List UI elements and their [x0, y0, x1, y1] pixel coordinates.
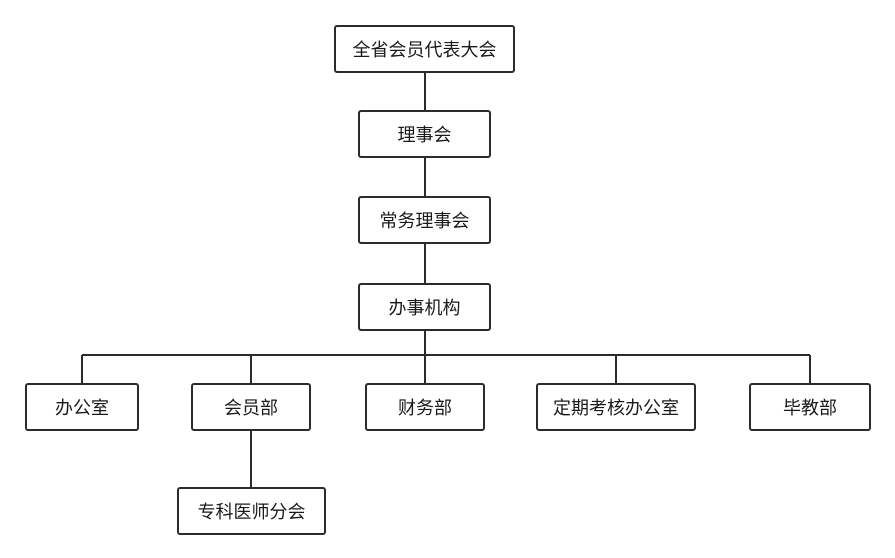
- node-specialist-branch: 专科医师分会: [177, 487, 326, 535]
- node-general-office: 办公室: [25, 383, 139, 431]
- node-council: 理事会: [358, 110, 491, 158]
- node-standing-council: 常务理事会: [358, 196, 491, 244]
- node-graduate-education-dept: 毕教部: [749, 383, 871, 431]
- node-executive-office: 办事机构: [358, 283, 491, 331]
- node-assessment-office: 定期考核办公室: [536, 383, 696, 431]
- node-finance-dept: 财务部: [365, 383, 485, 431]
- node-membership-dept: 会员部: [191, 383, 311, 431]
- node-congress: 全省会员代表大会: [334, 25, 515, 73]
